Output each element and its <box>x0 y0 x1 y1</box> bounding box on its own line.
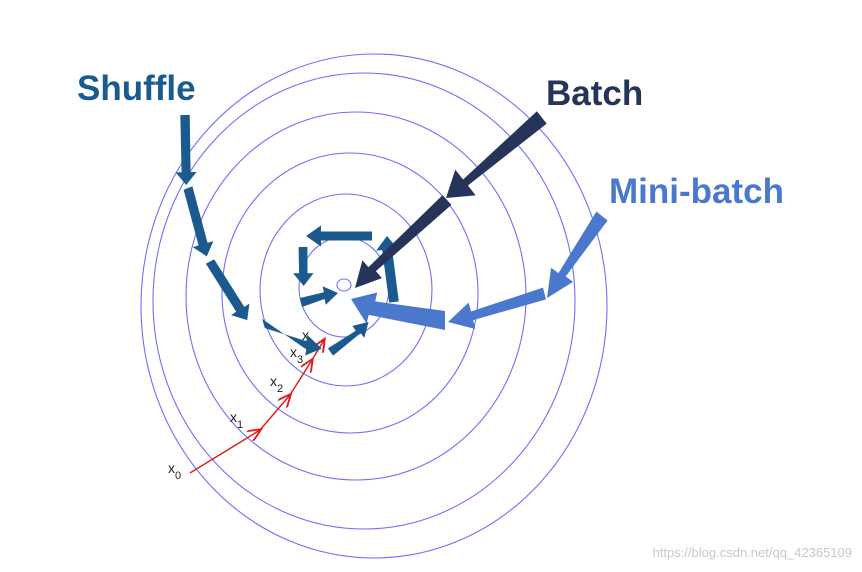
point-labels: x0 x1 x2 x3 x <box>168 327 309 482</box>
shuffle-arrows <box>175 114 399 356</box>
contour-lines <box>140 53 608 559</box>
point-label-x3: x3 <box>290 344 303 366</box>
batch-arrows <box>355 111 547 288</box>
step-arrow-2 <box>289 360 312 396</box>
contour-ring-6 <box>152 72 576 530</box>
shuffle-arrow-8 <box>293 246 314 286</box>
contour-ring-4 <box>221 152 479 434</box>
point-label-x0: x0 <box>168 460 181 482</box>
point-label-x2: x2 <box>270 373 283 395</box>
batch-arrow-1 <box>446 111 547 198</box>
descent-path <box>189 340 324 474</box>
shuffle-arrow-9 <box>300 286 338 307</box>
shuffle-arrow-6 <box>376 236 399 303</box>
contour-ring-7 <box>140 53 608 559</box>
contour-ring-3 <box>259 193 433 387</box>
batch-arrow-2 <box>355 195 452 288</box>
step-arrow-0 <box>189 430 260 474</box>
minibatch-arrow-3 <box>351 292 445 330</box>
point-label-x1: x1 <box>230 409 243 431</box>
point-label-x4: x <box>302 327 309 343</box>
label-minibatch: Mini-batch <box>609 172 784 211</box>
minibatch-arrow-1 <box>547 211 608 298</box>
watermark: https://blog.csdn.net/qq_42365109 <box>653 545 853 560</box>
contour-ring-1 <box>336 278 352 292</box>
shuffle-arrow-4 <box>262 318 322 356</box>
minibatch-arrows <box>351 211 608 330</box>
contour-ring-2 <box>298 236 390 338</box>
shuffle-arrow-7 <box>306 225 372 247</box>
shuffle-arrow-5 <box>327 322 369 356</box>
shuffle-arrow-1 <box>175 114 197 185</box>
label-shuffle: Shuffle <box>77 69 196 108</box>
minibatch-arrow-2 <box>448 287 546 329</box>
shuffle-arrow-2 <box>183 186 214 257</box>
step-arrow-1 <box>259 395 290 431</box>
label-batch: Batch <box>546 74 643 113</box>
shuffle-arrow-3 <box>205 259 250 321</box>
